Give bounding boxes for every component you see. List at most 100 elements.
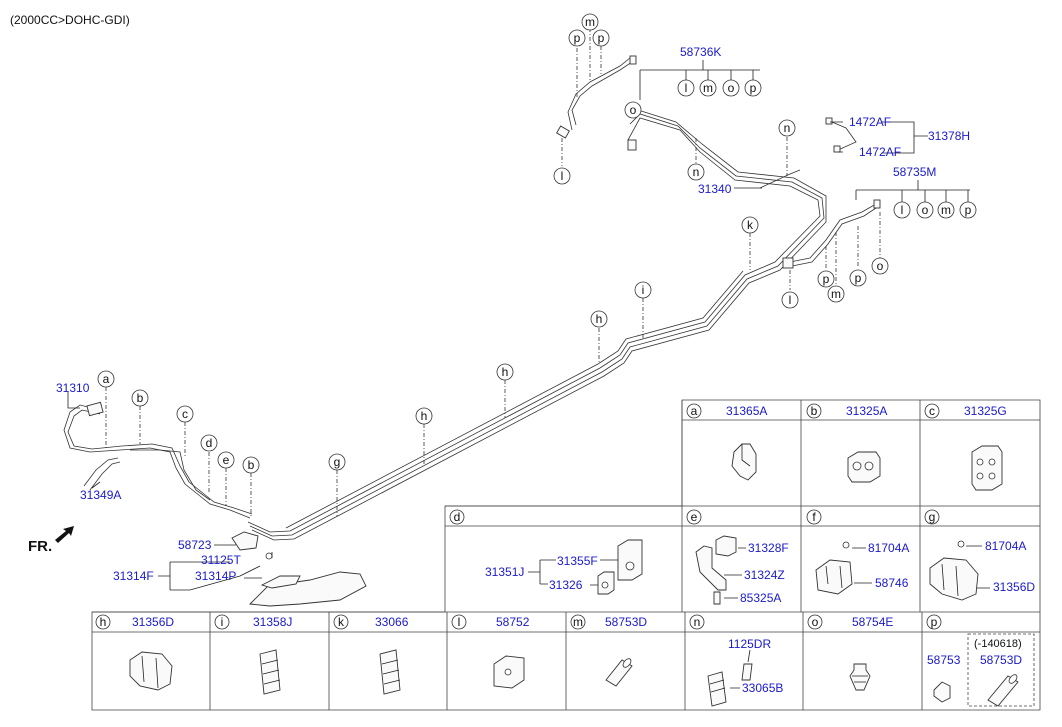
cell-label-31356D-g: 31356D: [993, 580, 1035, 594]
cell-letter-k: k: [333, 614, 349, 630]
cell-part-58753D: 58753D: [605, 615, 647, 629]
callout-g: g: [328, 453, 346, 471]
cell-letter-o: o: [807, 614, 823, 630]
table-cell-p: 58753 (-140618) 58753D: [927, 633, 1035, 707]
cell-letter-text: k: [338, 615, 345, 629]
part-label-1472AF-bottom: 1472AF: [859, 145, 901, 159]
callout-letter: p: [598, 31, 605, 45]
callout-letter: h: [596, 312, 603, 326]
cell-label-81704A-g: 81704A: [985, 539, 1026, 553]
callout-letter: e: [223, 453, 230, 467]
cell-letter-text: c: [929, 404, 935, 418]
callout-m: m: [699, 79, 717, 97]
part-label-58735M: 58735M: [893, 165, 936, 179]
callout-a: a: [97, 370, 115, 388]
cell-letter-g: g: [924, 509, 940, 525]
callout-letter: l: [789, 293, 792, 307]
cell-letter-text: i: [221, 615, 224, 629]
callout-h: h: [415, 407, 433, 425]
table-cell-k: 33066: [375, 615, 409, 695]
callout-letter: l: [685, 81, 688, 95]
clip-33065B-drawing: [707, 671, 727, 707]
callout-letter: m: [703, 81, 713, 95]
callout-o: o: [916, 201, 934, 219]
cell-letter-text: e: [691, 510, 698, 524]
table-cell-f: 81704A 58746: [815, 541, 909, 595]
callout-e: e: [217, 451, 235, 469]
cell-letter-i: i: [214, 614, 230, 630]
cell-letter-e: e: [686, 509, 702, 525]
callout-letter: l: [901, 203, 904, 217]
callout-l: l: [781, 291, 799, 309]
clip-58753-drawing: [933, 681, 951, 703]
cell-label-31324Z: 31324Z: [744, 568, 785, 582]
cell-letter-f: f: [806, 509, 822, 525]
clip-31325A-drawing: [847, 451, 881, 483]
cell-letter-text: f: [812, 510, 816, 524]
cell-letter-m: m: [570, 614, 586, 630]
front-direction-indicator: FR.: [28, 526, 74, 555]
table-cell-a: 31365A: [726, 404, 767, 481]
grommet-58754E-drawing: [849, 663, 871, 691]
cell-letter-d: d: [449, 509, 465, 525]
callout-letter: i: [642, 283, 645, 297]
callout-letter: o: [877, 259, 884, 273]
cell-part-31325A: 31325A: [846, 404, 887, 418]
callout-c: c: [176, 405, 194, 423]
cell-part-31358J: 31358J: [253, 615, 292, 629]
callout-i: i: [634, 281, 652, 299]
callout-h: h: [496, 363, 514, 381]
cell-part-31325G: 31325G: [964, 404, 1007, 418]
callout-letter: d: [206, 436, 213, 450]
parts-table: 31365A 31325A 31325G 31351J 31355F 31326: [91, 399, 1041, 711]
part-label-31349A: 31349A: [80, 488, 121, 502]
cell-letter-text: a: [691, 404, 698, 418]
callout-letter: c: [182, 407, 188, 421]
callout-letter: p: [823, 272, 830, 286]
cell-letter-text: d: [454, 510, 461, 524]
cell-label-31351J: 31351J: [485, 565, 524, 579]
callout-letter: p: [965, 203, 972, 217]
callout-p: p: [592, 29, 610, 47]
table-cell-g: 81704A 31356D: [929, 539, 1035, 601]
leader-lines: [67, 28, 970, 591]
callout-letter: h: [502, 365, 509, 379]
cell-label-33065B: 33065B: [742, 681, 783, 695]
table-cell-i: 31358J: [253, 615, 292, 695]
callout-b: b: [131, 389, 149, 407]
clip-31356D-g-drawing: [929, 557, 979, 601]
callout-h: h: [590, 310, 608, 328]
part-label-31378H: 31378H: [928, 129, 970, 143]
callout-m: m: [937, 201, 955, 219]
cell-part-31365A: 31365A: [726, 404, 767, 418]
callout-p: p: [849, 269, 867, 287]
callout-p: p: [744, 79, 762, 97]
callout-letter: p: [855, 271, 862, 285]
table-cell-c: 31325G: [964, 404, 1007, 491]
cell-label-85325A: 85325A: [740, 591, 781, 605]
callout-o: o: [722, 79, 740, 97]
callout-letter: p: [750, 81, 757, 95]
engine-note: (2000CC>DOHC-GDI): [10, 13, 130, 27]
table-cell-h: 31356D: [129, 615, 174, 691]
callout-l: l: [677, 79, 695, 97]
callout-letter: o: [922, 203, 929, 217]
clip-31325G-drawing: [971, 445, 1003, 491]
table-cell-d: 31351J 31355F 31326: [485, 539, 643, 595]
callout-letter: a: [103, 372, 110, 386]
cell-letter-text: l: [458, 615, 461, 629]
callout-b: b: [242, 456, 260, 474]
cell-letter-a: a: [686, 403, 702, 419]
clip-31356D-h-drawing: [129, 651, 173, 691]
callout-letter: l: [561, 169, 564, 183]
callout-p: p: [817, 270, 835, 288]
table-cell-l: 58752: [493, 615, 530, 689]
cell-label-1125DR: 1125DR: [728, 637, 771, 651]
cell-letter-p: p: [926, 614, 942, 630]
cell-letter-text: o: [812, 615, 819, 629]
cell-label-140618: (-140618): [974, 638, 1022, 650]
table-cell-b: 31325A: [846, 404, 887, 483]
callout-letter: m: [941, 203, 951, 217]
